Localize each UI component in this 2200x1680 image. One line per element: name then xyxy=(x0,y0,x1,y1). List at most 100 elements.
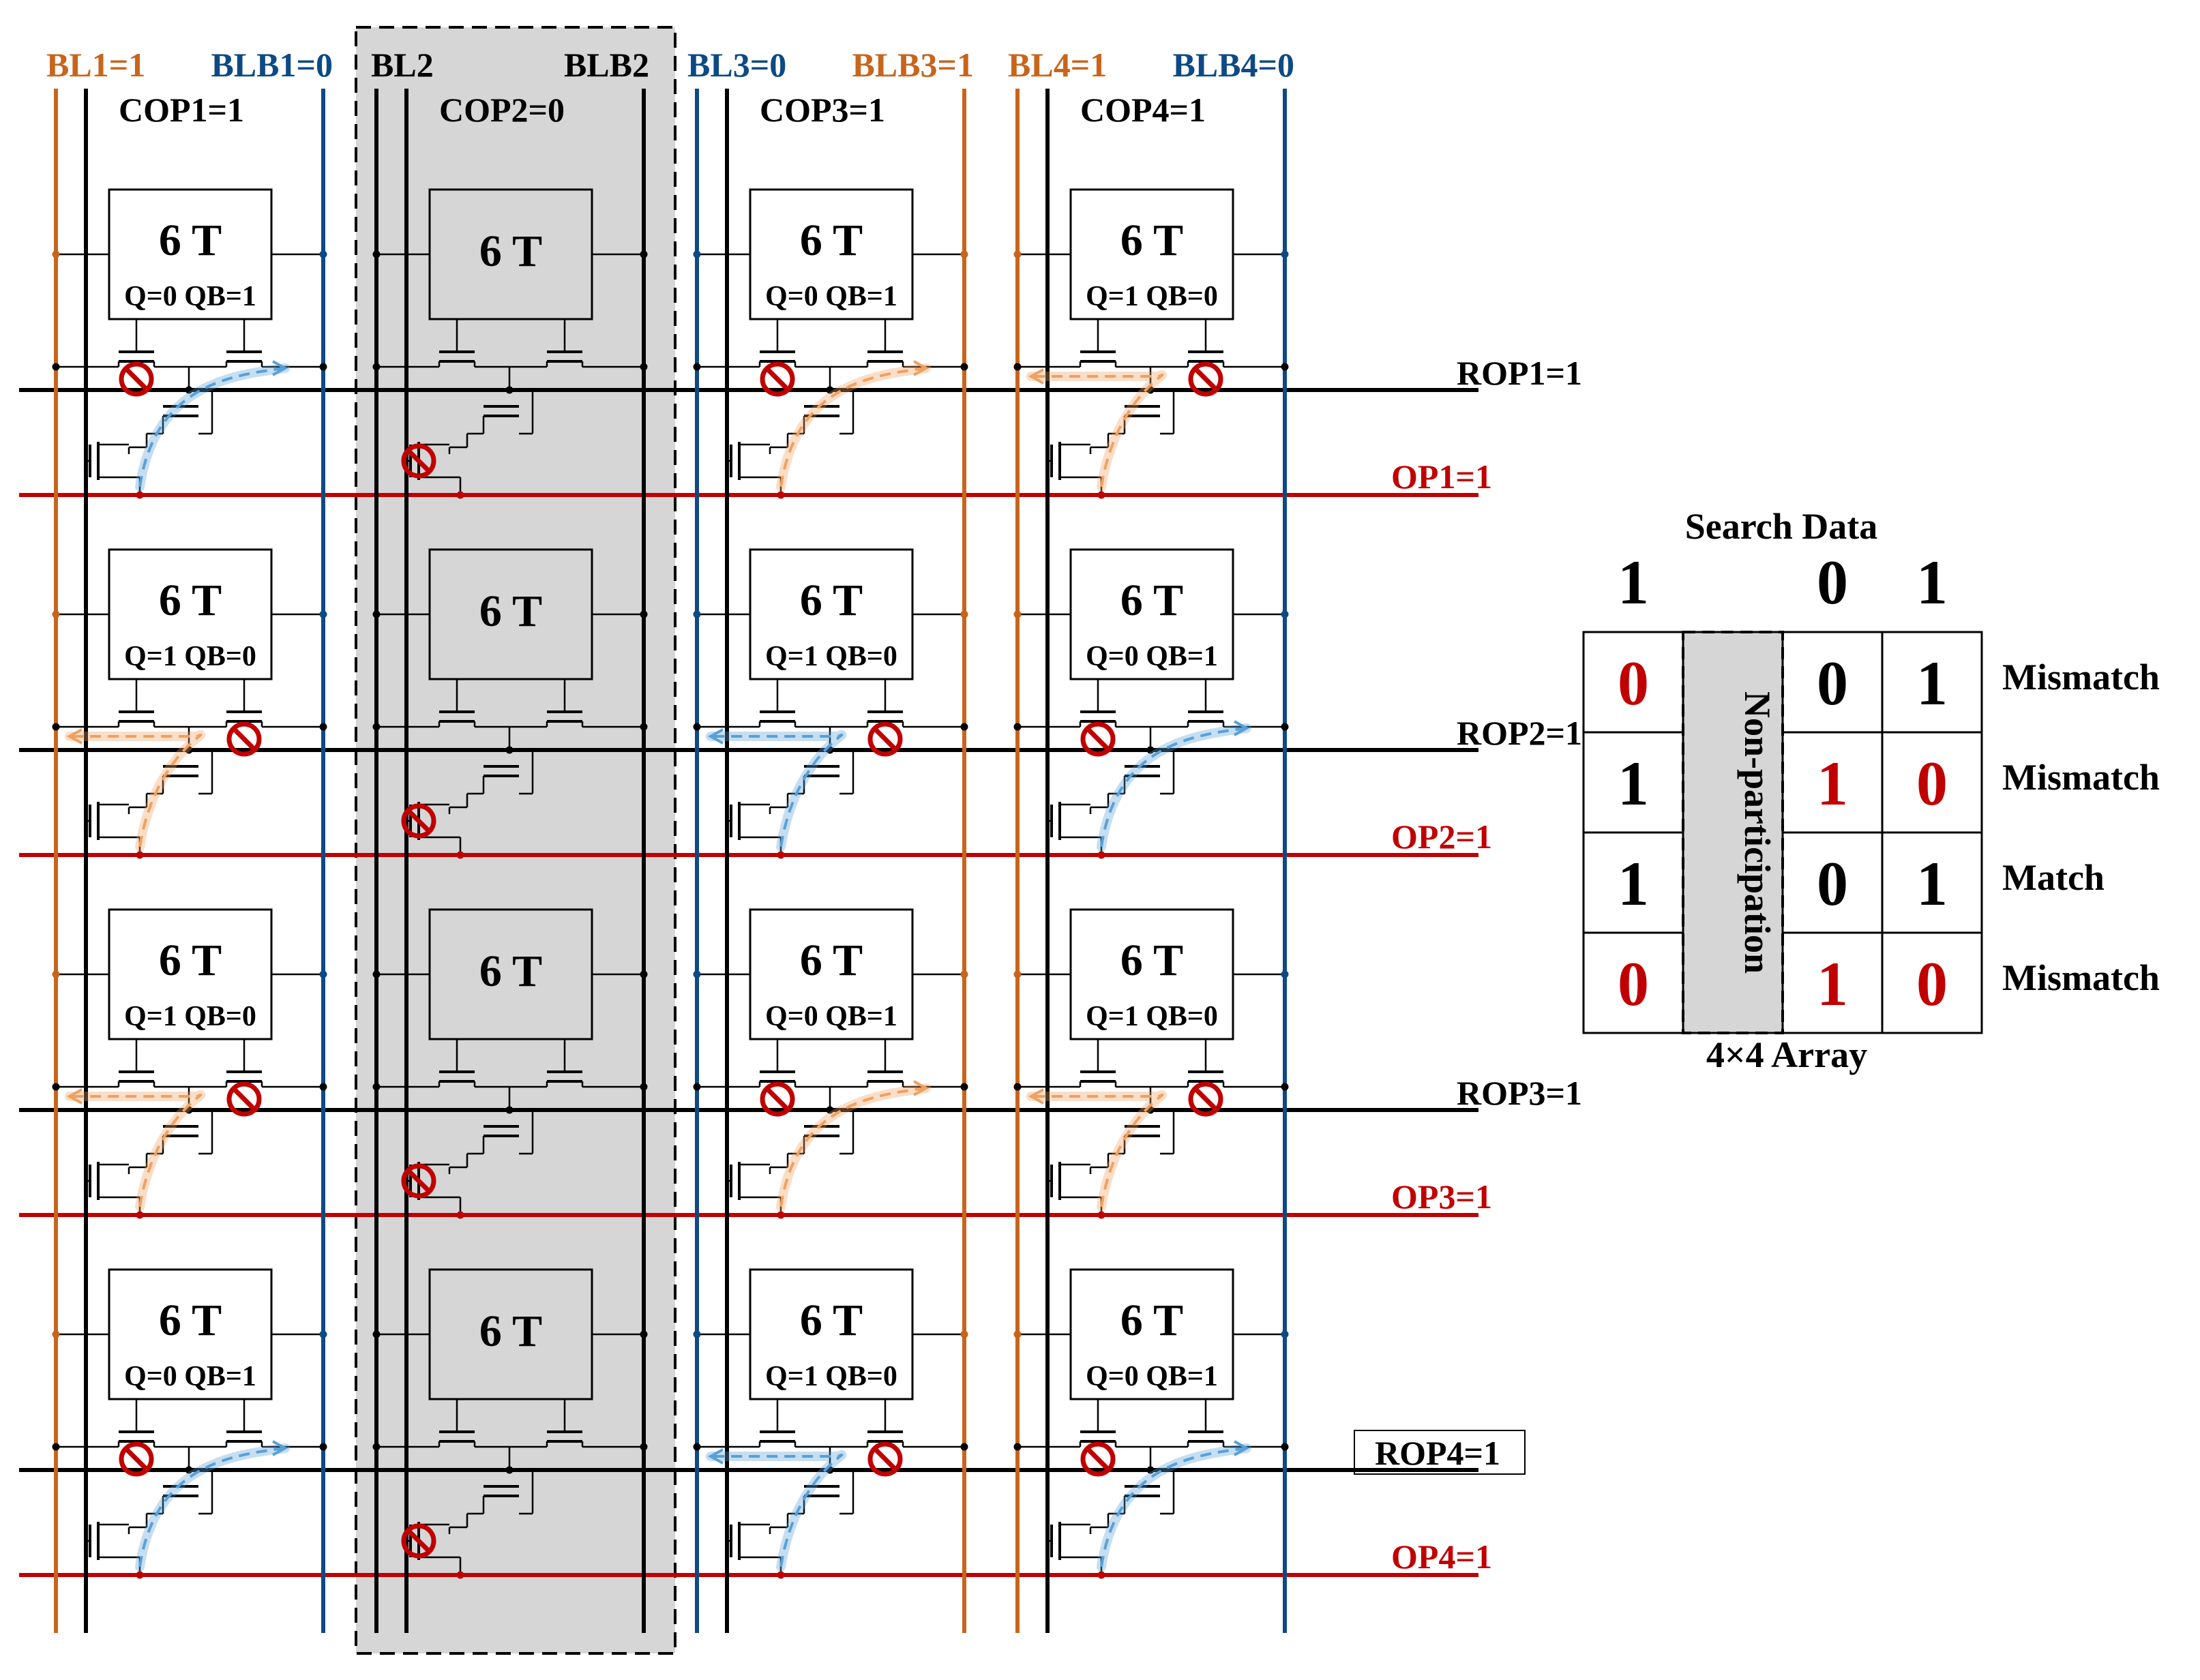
access-dot xyxy=(1013,723,1022,731)
cell-type-label: 6 T xyxy=(479,586,542,636)
sram-6t-cell xyxy=(749,188,914,320)
blb-label-3: BLB3=1 xyxy=(852,46,974,84)
current-flow-path xyxy=(70,1093,203,1208)
access-dot xyxy=(52,363,60,371)
rop-dot xyxy=(826,1106,834,1114)
table-value: 1 xyxy=(1817,949,1848,1019)
access-dot xyxy=(640,1083,648,1091)
current-flow-path xyxy=(1100,727,1247,847)
op-dot xyxy=(777,851,785,859)
rop-label-box xyxy=(1354,1430,1526,1475)
bl-node-dot xyxy=(693,610,701,618)
cell-r2-c2: 6 T xyxy=(372,548,648,859)
op-dot xyxy=(136,1571,144,1579)
cell-state-label: Q=1 QB=0 xyxy=(1086,1001,1218,1032)
cell-state-label: Q=0 QB=1 xyxy=(1086,1361,1218,1392)
disabled-transistor-icon xyxy=(760,1081,795,1117)
current-flow-path xyxy=(779,367,927,487)
nonparticipation-cell xyxy=(1682,631,1784,1034)
disabled-transistor-icon xyxy=(401,1523,436,1559)
cell-state-label: Q=1 QB=0 xyxy=(1086,281,1218,312)
disabled-transistor-icon-slash xyxy=(1193,367,1218,391)
cell-r3-c2: 6 T xyxy=(372,908,648,1219)
bl-node-dot xyxy=(1013,1330,1022,1338)
disabled-transistor-icon-slash xyxy=(1193,1087,1218,1111)
rop-label-1: ROP1=1 xyxy=(1457,354,1582,392)
current-flow-arrowhead xyxy=(913,1080,930,1096)
cell-type-label: 6 T xyxy=(159,575,222,625)
current-flow-arrowhead xyxy=(1234,1440,1250,1456)
cell-state-label: Q=0 QB=1 xyxy=(124,281,256,312)
current-flow-path xyxy=(779,1087,927,1208)
access-dot xyxy=(1281,1443,1289,1451)
access-dot xyxy=(52,1443,60,1451)
cell-type-label: 6 T xyxy=(1120,935,1183,985)
disabled-transistor-icon-slash xyxy=(406,1529,431,1553)
bl-node-dot xyxy=(693,970,701,978)
disabled-transistor-icon-slash xyxy=(873,1447,897,1471)
disabled-transistor-icon-slash xyxy=(873,727,897,751)
table-value: 0 xyxy=(1618,949,1649,1019)
disabled-transistor-icon xyxy=(1080,1441,1116,1477)
search-data-title: Search Data xyxy=(1685,506,1877,547)
rop-dot xyxy=(505,1106,514,1114)
cell-r2-c4: 6 TQ=0 QB=1 xyxy=(1013,548,1289,859)
array-caption: 4×4 Array xyxy=(1706,1034,1867,1075)
access-dot xyxy=(1281,1083,1289,1091)
cop-label-1: COP1=1 xyxy=(119,91,244,129)
bl-node-dot xyxy=(372,1330,381,1338)
disabled-transistor-icon xyxy=(226,1081,262,1117)
disabled-transistor-icon-slash xyxy=(232,1087,256,1111)
blb-node-dot xyxy=(960,1330,968,1338)
access-dot xyxy=(319,1443,327,1451)
rop-dot xyxy=(185,386,193,394)
blb-node-dot xyxy=(640,250,648,258)
cell-type-label: 6 T xyxy=(159,935,222,985)
disabled-transistor-icon xyxy=(119,1441,154,1477)
blb-node-dot xyxy=(640,1330,648,1338)
access-dot xyxy=(693,1443,701,1451)
access-dot xyxy=(960,723,968,731)
bl-node-dot xyxy=(372,970,381,978)
sram-6t-cell xyxy=(428,908,593,1040)
cop-label-2: COP2=0 xyxy=(439,91,565,129)
access-dot xyxy=(372,363,381,371)
current-flow-path xyxy=(1031,1093,1164,1208)
current-flow-arrowhead xyxy=(66,728,83,745)
bl-node-dot xyxy=(1013,250,1022,258)
disabled-transistor-icon-slash xyxy=(1086,1447,1110,1471)
sram-6t-cell xyxy=(749,1268,914,1400)
cell-type-label: 6 T xyxy=(800,215,863,265)
disabled-transistor-icon xyxy=(1188,1081,1223,1117)
cell-state-label: Q=1 QB=0 xyxy=(765,1361,897,1392)
bl-label-4: BL4=1 xyxy=(1008,46,1107,84)
blb-node-dot xyxy=(319,250,327,258)
op-label-4: OP4=1 xyxy=(1391,1537,1492,1576)
cell-state-label: Q=1 QB=0 xyxy=(765,641,897,672)
disabled-transistor-icon-slash xyxy=(406,809,431,833)
op-dot xyxy=(456,1571,464,1579)
cell-r1-c3: 6 TQ=0 QB=1 xyxy=(693,188,968,499)
access-dot xyxy=(693,1083,701,1091)
op-label-3: OP3=1 xyxy=(1391,1178,1492,1216)
current-flow-arrowhead xyxy=(1028,1088,1044,1105)
access-dot xyxy=(640,1443,648,1451)
bl-node-dot xyxy=(372,250,381,258)
blb-label-4: BLB4=0 xyxy=(1172,46,1294,84)
cell-type-label: 6 T xyxy=(1120,215,1183,265)
access-dot xyxy=(52,1083,60,1091)
sram-6t-cell xyxy=(1069,1268,1234,1400)
cell-state-label: Q=0 QB=1 xyxy=(1086,641,1218,672)
cell-type-label: 6 T xyxy=(479,226,542,276)
op-label-2: OP2=1 xyxy=(1391,817,1492,856)
access-dot xyxy=(693,363,701,371)
cell-type-label: 6 T xyxy=(800,1295,863,1345)
blb-node-dot xyxy=(640,970,648,978)
match-result-2: Mismatch xyxy=(2002,757,2160,798)
current-flow-path xyxy=(1031,373,1164,487)
cell-r4-c2: 6 T xyxy=(372,1268,648,1579)
rop-dot xyxy=(1146,1466,1155,1474)
op-dot xyxy=(456,1211,464,1219)
